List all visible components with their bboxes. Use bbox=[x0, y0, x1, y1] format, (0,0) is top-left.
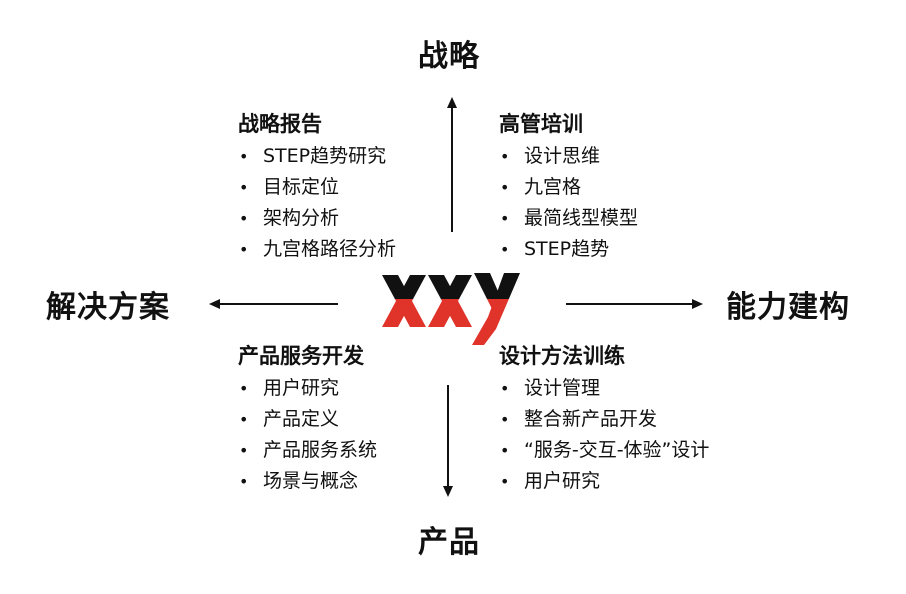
quadrant-title: 战略报告 bbox=[238, 112, 322, 136]
list-item: •“服务-交互-体验”设计 bbox=[499, 435, 709, 466]
bullet-icon: • bbox=[500, 240, 510, 259]
list-item: •架构分析 bbox=[238, 203, 396, 234]
list-item: •整合新产品开发 bbox=[499, 404, 709, 435]
bullet-icon: • bbox=[239, 410, 249, 429]
logo-x1-stroke-b bbox=[397, 275, 426, 299]
list-item: •用户研究 bbox=[499, 466, 709, 497]
bullet-icon: • bbox=[500, 178, 510, 197]
logo-y-arm-left bbox=[474, 273, 502, 299]
list-item: •九宫格路径分析 bbox=[238, 234, 396, 265]
quadrant-list: •STEP趋势研究 •目标定位 •架构分析 •九宫格路径分析 bbox=[238, 141, 396, 265]
quadrant-top-left: 战略报告 •STEP趋势研究 •目标定位 •架构分析 •九宫格路径分析 bbox=[238, 111, 396, 265]
bullet-icon: • bbox=[239, 209, 249, 228]
bullet-icon: • bbox=[500, 147, 510, 166]
quadrant-title: 高管培训 bbox=[499, 112, 583, 136]
list-item: •目标定位 bbox=[238, 172, 396, 203]
bullet-icon: • bbox=[500, 379, 510, 398]
quadrant-bottom-left: 产品服务开发 •用户研究 •产品定义 •产品服务系统 •场景与概念 bbox=[238, 343, 377, 497]
list-item: •九宫格 bbox=[499, 172, 638, 203]
arrow-right-head bbox=[692, 299, 703, 309]
axis-label-left: 解决方案 bbox=[46, 290, 170, 325]
xxy-logo bbox=[382, 273, 520, 345]
bullet-icon: • bbox=[239, 178, 249, 197]
list-item: •产品定义 bbox=[238, 404, 377, 435]
quadrant-top-right: 高管培训 •设计思维 •九宫格 •最简线型模型 •STEP趋势 bbox=[499, 111, 638, 265]
bullet-icon: • bbox=[500, 410, 510, 429]
quadrant-title: 设计方法训练 bbox=[499, 344, 625, 368]
bullet-icon: • bbox=[500, 441, 510, 460]
bullet-icon: • bbox=[239, 147, 249, 166]
bullet-icon: • bbox=[239, 379, 249, 398]
quadrant-list: •用户研究 •产品定义 •产品服务系统 •场景与概念 bbox=[238, 373, 377, 497]
bullet-icon: • bbox=[500, 209, 510, 228]
bullet-icon: • bbox=[239, 240, 249, 259]
arrow-left-head bbox=[209, 299, 220, 309]
logo-x2-stroke-b bbox=[443, 275, 472, 299]
logo-y-arm-right bbox=[494, 273, 520, 299]
bullet-icon: • bbox=[239, 472, 249, 491]
axis-label-top: 战略 bbox=[418, 39, 480, 74]
axis-label-right: 能力建构 bbox=[726, 290, 850, 325]
arrow-up-head bbox=[447, 97, 457, 108]
bullet-icon: • bbox=[239, 441, 249, 460]
list-item: •STEP趋势研究 bbox=[238, 141, 396, 172]
quadrant-list: •设计管理 •整合新产品开发 •“服务-交互-体验”设计 •用户研究 bbox=[499, 373, 709, 497]
bullet-icon: • bbox=[500, 472, 510, 491]
quadrant-list: •设计思维 •九宫格 •最简线型模型 •STEP趋势 bbox=[499, 141, 638, 265]
list-item: •用户研究 bbox=[238, 373, 377, 404]
list-item: •STEP趋势 bbox=[499, 234, 638, 265]
quadrant-bottom-right: 设计方法训练 •设计管理 •整合新产品开发 •“服务-交互-体验”设计 •用户研… bbox=[499, 343, 709, 497]
arrow-down-head bbox=[443, 486, 453, 497]
list-item: •场景与概念 bbox=[238, 466, 377, 497]
axis-label-bottom: 产品 bbox=[418, 525, 480, 560]
quadrant-title: 产品服务开发 bbox=[238, 344, 364, 368]
list-item: •设计思维 bbox=[499, 141, 638, 172]
list-item: •设计管理 bbox=[499, 373, 709, 404]
list-item: •产品服务系统 bbox=[238, 435, 377, 466]
list-item: •最简线型模型 bbox=[499, 203, 638, 234]
